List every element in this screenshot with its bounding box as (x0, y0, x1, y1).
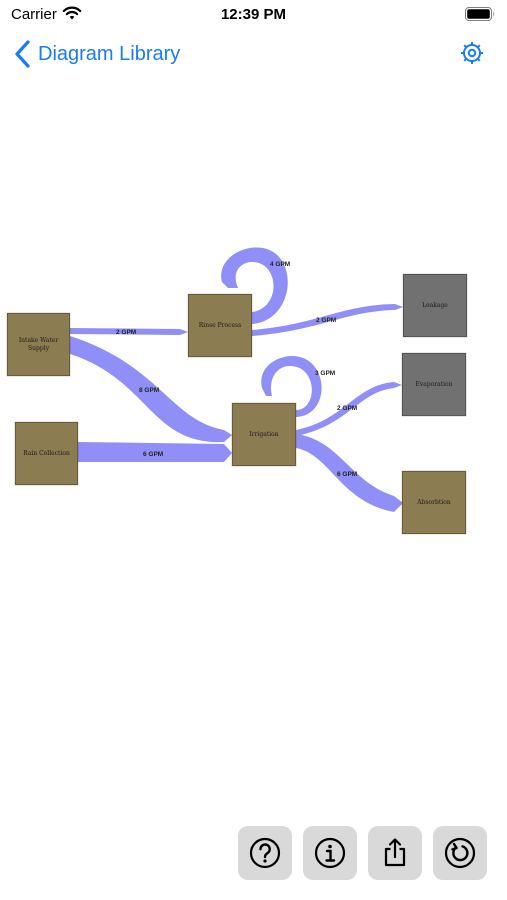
flow-irrigation-evaporation (296, 382, 402, 436)
battery-icon (465, 7, 494, 21)
wifi-icon (62, 6, 82, 20)
flow-label-rinse-loop: 4 GPM (270, 261, 290, 268)
node-label: Rain Collection (23, 449, 70, 457)
node-leakage[interactable]: Leakage (403, 274, 467, 337)
status-bar: Carrier 12:39 PM (0, 0, 507, 30)
info-circle-icon (314, 837, 346, 869)
flow-rinse-loop (221, 247, 288, 324)
back-button-label: Diagram Library (38, 42, 181, 65)
node-label: Absorbtion (417, 498, 451, 506)
share-button[interactable] (368, 826, 422, 880)
flow-label-irrigation-loop: 3 GPM (315, 370, 335, 377)
gear-icon[interactable] (459, 40, 485, 66)
sankey-diagram: 2 GPM 4 GPM 2 GPM 8 GPM 6 GPM 3 GPM 2 GP… (0, 220, 507, 560)
node-intake-water-supply[interactable]: Intake Water Supply (7, 313, 70, 376)
flow-intake-irrigation (70, 336, 232, 443)
chevron-left-icon (15, 40, 30, 68)
node-label: Rinse Process (198, 321, 242, 329)
flow-label-irrigation-evaporation: 2 GPM (337, 405, 357, 412)
node-absorbtion[interactable]: Absorbtion (402, 471, 466, 534)
flow-label-rinse-leakage: 2 GPM (316, 317, 336, 324)
node-label: Evaporation (415, 380, 453, 388)
node-label: Intake Water Supply (18, 337, 59, 352)
flow-label-rain-irrigation: 6 GPM (143, 451, 163, 458)
node-rain-collection[interactable]: Rain Collection (15, 422, 78, 485)
flow-rinse-leakage (252, 304, 403, 336)
back-button[interactable]: Diagram Library (14, 38, 180, 70)
reset-button[interactable] (433, 826, 487, 880)
info-button[interactable] (303, 826, 357, 880)
carrier-label: Carrier (11, 6, 57, 23)
flows-layer: 2 GPM 4 GPM 2 GPM 8 GPM 6 GPM 3 GPM 2 GP… (70, 247, 403, 512)
clock: 12:39 PM (220, 6, 287, 23)
reset-icon (444, 837, 476, 869)
node-label: Irrigation (249, 430, 279, 438)
node-label: Leakage (422, 301, 448, 309)
flow-irrigation-loop (261, 355, 322, 417)
node-rinse-process[interactable]: Rinse Process (188, 294, 252, 357)
flow-intake-rinse (70, 328, 188, 335)
flow-irrigation-absorbtion (296, 434, 403, 512)
flow-label-irrigation-absorbtion: 6 GPM (337, 471, 357, 478)
help-button[interactable] (238, 826, 292, 880)
flow-rain-irrigation (78, 442, 232, 462)
node-irrigation[interactable]: Irrigation (232, 403, 296, 466)
share-icon (384, 838, 406, 867)
question-circle-icon (249, 837, 281, 869)
flow-label-intake-irrigation: 8 GPM (139, 387, 159, 394)
node-evaporation[interactable]: Evaporation (402, 353, 466, 416)
flow-label-intake-rinse: 2 GPM (116, 329, 136, 336)
